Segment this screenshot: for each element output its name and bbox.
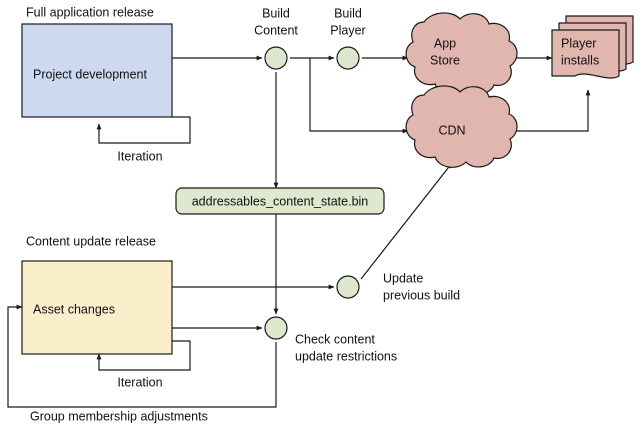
node-build-content[interactable] <box>264 46 288 70</box>
edge-asset-changes-iteration-loop <box>96 340 191 371</box>
label-project-development: Project development <box>33 67 147 81</box>
label-addressables-content-state-bin: addressables_content_state.bin <box>192 194 369 208</box>
cloud-app-store[interactable] <box>405 12 518 95</box>
node-check-content-update-restrictions[interactable] <box>264 316 288 340</box>
edge-cdn-to-player-installs <box>500 89 591 132</box>
label-build-content-line2: Content <box>254 23 298 37</box>
label-cdn: CDN <box>438 123 465 137</box>
edge-update-previous-build-to-cdn <box>360 162 453 280</box>
cloud-cdn[interactable] <box>405 85 518 168</box>
label-update-previous-build-line2: previous build <box>383 288 460 302</box>
label-check-restrictions-line2: update restrictions <box>295 349 397 363</box>
box-addressables-content-state-bin[interactable] <box>175 187 385 215</box>
label-group-membership-adjustments: Group membership adjustments <box>30 409 208 423</box>
label-check-restrictions-line1: Check content <box>295 332 375 346</box>
edge-group-membership-adjustments-loop <box>7 304 277 408</box>
label-app-store-line1: App <box>434 36 456 50</box>
label-app-store-line2: Store <box>430 53 460 67</box>
box-project-development[interactable] <box>21 23 173 118</box>
document-player-installs-front[interactable] <box>551 29 620 79</box>
label-content-update-release: Content update release <box>26 234 156 248</box>
node-build-player[interactable] <box>336 46 360 70</box>
label-build-player-line1: Build <box>334 6 362 20</box>
label-build-content-line1: Build <box>262 6 290 20</box>
box-asset-changes[interactable] <box>21 260 173 355</box>
label-asset-changes: Asset changes <box>33 302 115 316</box>
edge-build-content-to-cdn <box>309 58 409 134</box>
label-player-installs-line2: installs <box>561 53 599 67</box>
node-update-previous-build[interactable] <box>336 275 360 299</box>
label-player-installs-line1: Player <box>561 36 596 50</box>
document-stack-player-installs[interactable] <box>551 15 634 79</box>
label-iteration-bottom: Iteration <box>117 375 162 389</box>
label-update-previous-build-line1: Update <box>383 271 423 285</box>
label-iteration-top: Iteration <box>117 149 162 163</box>
edge-project-development-iteration-loop <box>96 116 191 144</box>
label-full-application-release: Full application release <box>26 5 154 19</box>
label-build-player-line2: Player <box>330 23 365 37</box>
